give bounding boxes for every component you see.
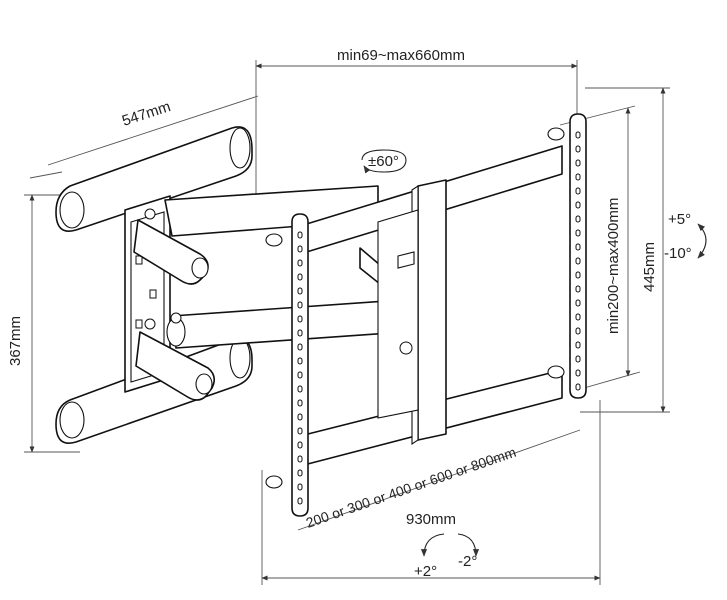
wall-plate-width-label: 547mm — [120, 98, 173, 130]
bar-hole — [575, 285, 581, 293]
overall-height-label: 445mm — [641, 242, 658, 292]
swivel-arrow-icon — [361, 149, 407, 174]
bar-hole — [575, 243, 581, 251]
bar-hole — [575, 327, 581, 335]
vesa-vertical-label: min200~max400mm — [605, 198, 622, 334]
bar-hole — [297, 469, 303, 477]
overall-width-label: 930mm — [406, 511, 456, 528]
bar-hole — [575, 187, 581, 195]
bar-hole — [575, 271, 581, 279]
bar-hole — [297, 273, 303, 281]
bar-hole — [575, 313, 581, 321]
tilt-up-label: +5° — [668, 211, 691, 228]
swivel-label: ±60° — [368, 153, 399, 170]
level-arrow-icon — [420, 533, 480, 557]
bar-hole — [575, 215, 581, 223]
bar-hole — [575, 383, 581, 391]
bar-hole — [575, 229, 581, 237]
bar-hole — [297, 371, 303, 379]
bar-hole — [297, 315, 303, 323]
bar-hole — [297, 343, 303, 351]
bar-hole — [297, 245, 303, 253]
left-bar-holes — [297, 231, 303, 505]
bar-hole — [297, 357, 303, 365]
bar-hole — [297, 329, 303, 337]
bar-hole — [575, 159, 581, 167]
bar-hole — [297, 231, 303, 239]
wall-plate — [55, 126, 253, 444]
bar-hole — [297, 385, 303, 393]
bar-hole — [575, 131, 581, 139]
bar-hole — [575, 355, 581, 363]
bar-hole — [297, 413, 303, 421]
bar-hole — [575, 299, 581, 307]
bar-hole — [297, 455, 303, 463]
bar-hole — [297, 399, 303, 407]
bar-hole — [297, 259, 303, 267]
bar-hole — [575, 257, 581, 265]
bar-hole — [297, 301, 303, 309]
bar-hole — [575, 173, 581, 181]
bar-hole — [575, 201, 581, 209]
level-plus-label: +2° — [414, 563, 437, 580]
bar-hole — [297, 441, 303, 449]
tilt-down-label: -10° — [664, 245, 692, 262]
bar-hole — [297, 483, 303, 491]
bar-hole — [575, 369, 581, 377]
right-bar-holes — [575, 131, 581, 391]
level-minus-label: -2° — [458, 553, 477, 570]
bar-hole — [297, 287, 303, 295]
bar-hole — [297, 497, 303, 505]
bar-hole — [575, 145, 581, 153]
arm-extension-label: min69~max660mm — [337, 47, 465, 64]
wall-plate-height-label: 367mm — [7, 316, 24, 366]
bar-hole — [297, 427, 303, 435]
bar-hole — [575, 341, 581, 349]
tv-bracket — [265, 113, 587, 517]
tilt-arrow-icon — [697, 223, 707, 259]
